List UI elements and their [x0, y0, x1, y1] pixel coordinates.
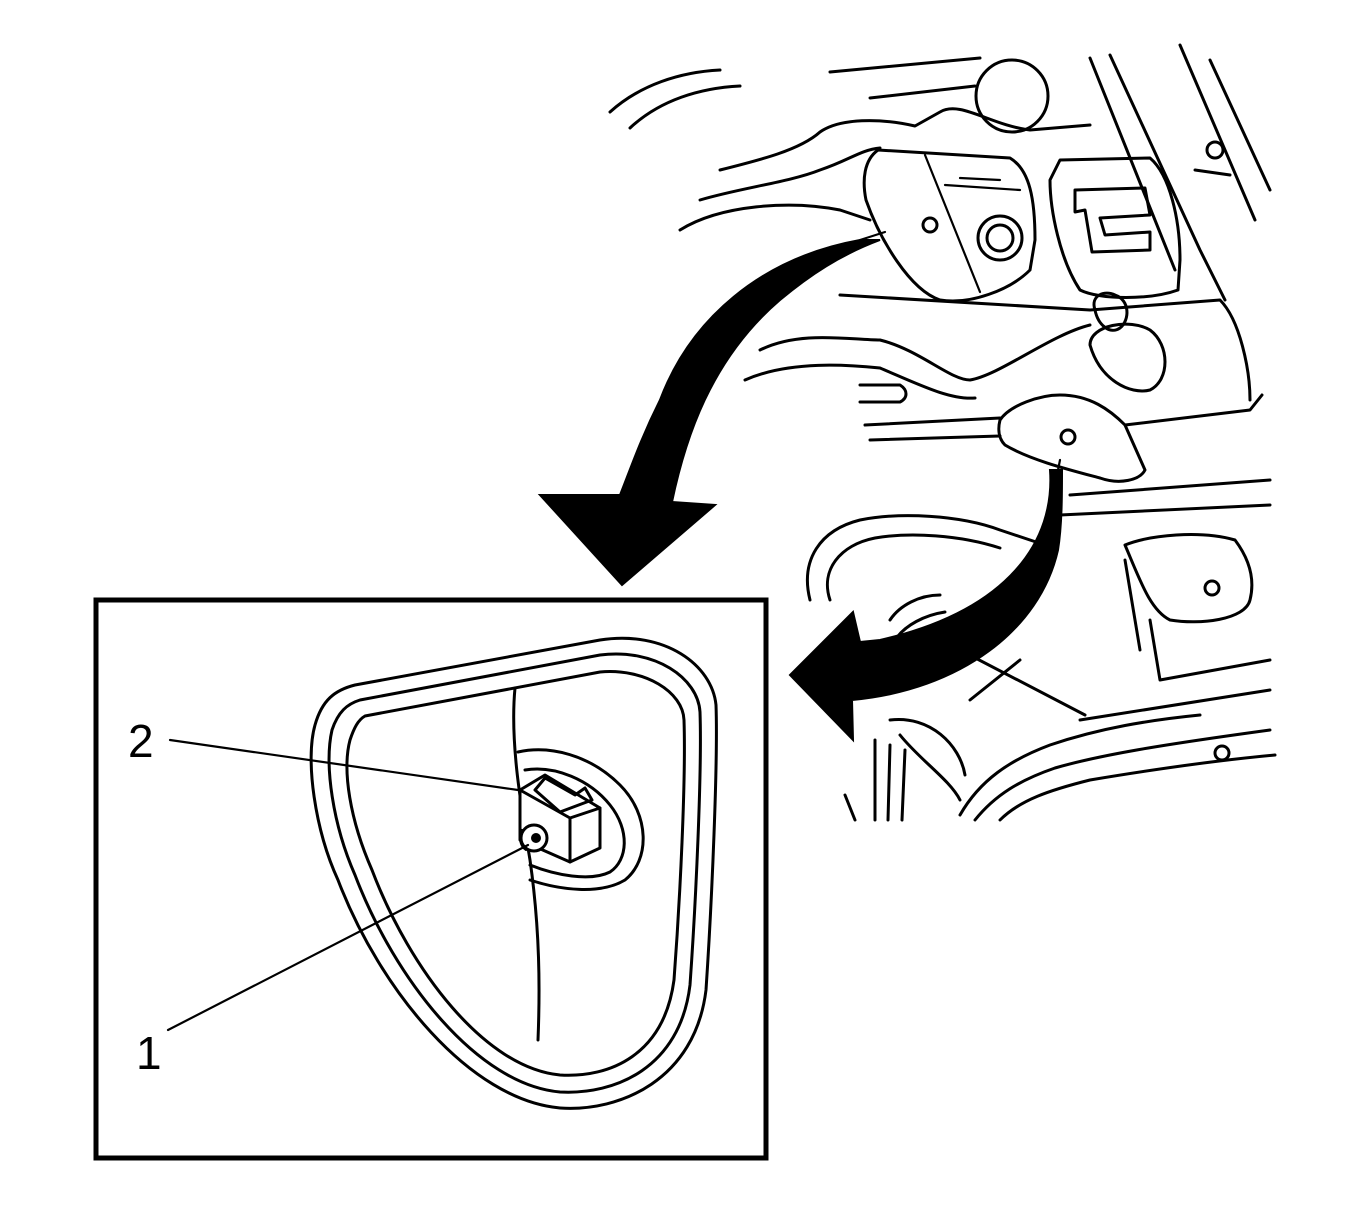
small-curved-arrow [788, 458, 1064, 743]
leader-line-1 [166, 843, 530, 1032]
large-curved-arrow [537, 230, 887, 587]
callout-2: 2 [128, 715, 154, 767]
leader-line-2 [168, 738, 520, 792]
detail-inset [93, 597, 769, 1161]
callout-1: 1 [136, 1027, 162, 1079]
vehicle-overview [608, 43, 1277, 822]
